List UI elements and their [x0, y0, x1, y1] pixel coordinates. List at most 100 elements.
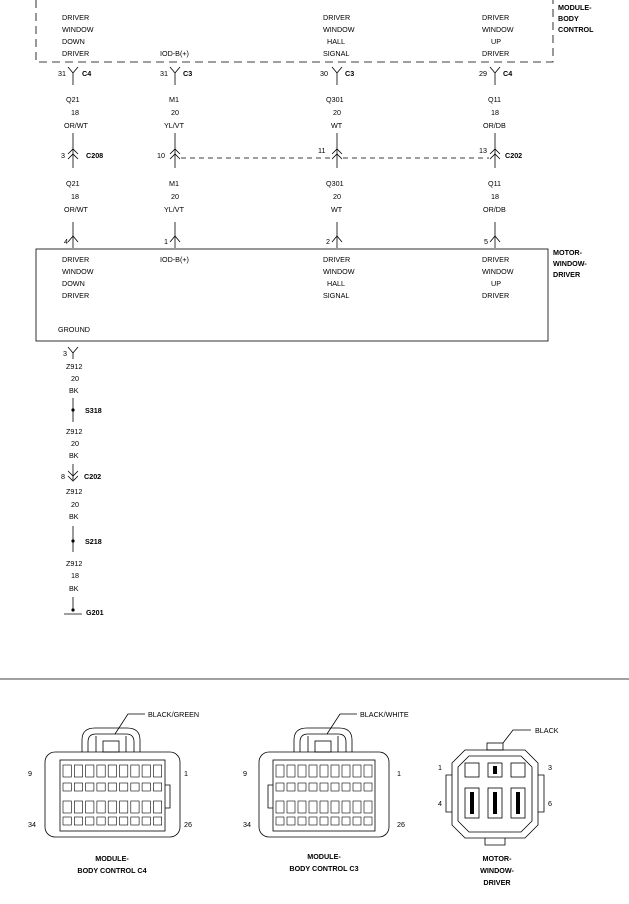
q21-upper-color: OR/WT	[64, 121, 89, 130]
c3-cavity	[308, 816, 318, 826]
q21-lower-color: OR/WT	[64, 205, 89, 214]
ground-w4-circuit: Z912	[66, 559, 82, 568]
c4-cavity	[85, 764, 95, 778]
bcm-dashed-border	[35, 0, 554, 63]
c202-pin8-connector	[67, 464, 79, 482]
c3-cavity	[319, 764, 329, 778]
c3-cavity	[341, 800, 351, 814]
bcm-c3-pin31-number: 31	[160, 69, 168, 78]
c3-cavity	[341, 816, 351, 826]
motor-pin5-terminal	[489, 235, 501, 243]
motor-pin1-label-2: WINDOW	[62, 267, 94, 276]
c208-connector-label: C208	[86, 151, 103, 160]
c3-cavity	[297, 800, 307, 814]
motor-ground-label: GROUND	[58, 325, 90, 334]
c3-latch-tab	[314, 740, 332, 753]
motor-conn-pin-bottom-right: 6	[548, 799, 552, 808]
ground-w3-circuit: Z912	[66, 487, 82, 496]
c3-color-label: BLACK/WHITE	[360, 710, 409, 719]
q11-lower-circuit: Q11	[488, 179, 501, 188]
motor-cavity-1	[464, 762, 480, 778]
s318-splice-label: S318	[85, 406, 102, 415]
motor-pin4-number: 4	[64, 237, 68, 246]
bcm-c4-pin29-connector-label: C4	[503, 69, 512, 78]
bcm-c3-pin30-connector-label: C3	[345, 69, 354, 78]
c3-cavity	[330, 782, 340, 792]
c4-cavity	[85, 816, 95, 826]
c4-pin-top-left: 9	[28, 769, 32, 778]
bcm-name-line-2: BODY	[558, 14, 579, 23]
c3-cavity	[275, 816, 285, 826]
c3-cavity	[352, 816, 362, 826]
c3-cavity	[341, 782, 351, 792]
motor-conn-caption-line-1: MOTOR-	[482, 854, 512, 863]
connector-view-bcm-c4: BLACK/GREEN 9 1 34 26 MODULE- BODY CONTR…	[28, 710, 199, 875]
motor-color-label: BLACK	[535, 726, 559, 735]
q301-upper-color: WT	[331, 121, 343, 130]
motor-pin4-terminal	[67, 235, 79, 243]
bcm-c3-pin30-terminal	[331, 66, 343, 85]
bcm-c3-connector-label: C3	[183, 69, 192, 78]
connector-view-motor: BLACK 1 3 4 6 MOTOR- WINDOW- DRIVER	[438, 726, 559, 887]
connector-view-bcm-c3: BLACK/WHITE 9 1 34 26 MODULE- BODY CONTR…	[243, 710, 409, 873]
motor-pin2-terminal	[331, 235, 343, 243]
c4-cavity	[62, 800, 72, 814]
motor-conn-housing-inner	[457, 755, 533, 833]
q21-upper-gauge: 18	[71, 108, 79, 117]
ground-w1-color: BK	[69, 386, 79, 395]
c3-color-leader	[326, 713, 357, 735]
c3-cavity	[275, 800, 285, 814]
bcm-pin4-label-3: UP	[491, 37, 501, 46]
c3-cavity	[308, 800, 318, 814]
c4-cavity-grid	[62, 764, 162, 826]
motor-cavity-4	[464, 787, 480, 819]
motor-pin4-label-1: DRIVER	[482, 255, 509, 264]
c208-pin3-inline-connector	[67, 148, 79, 160]
c4-cavity	[119, 782, 129, 792]
ground-w4-color: BK	[69, 584, 79, 593]
c202-pin13-number: 13	[479, 146, 487, 155]
bcm-pin1-label-2: WINDOW	[62, 25, 94, 34]
motor-pin5-number: 5	[484, 237, 488, 246]
c4-color-label: BLACK/GREEN	[148, 710, 199, 719]
c202-pin8-number: 8	[61, 472, 65, 481]
q21-lower-circuit: Q21	[66, 179, 80, 188]
c3-pin-bottom-left: 34	[243, 820, 251, 829]
c3-cavity	[308, 764, 318, 778]
circuit-q301: 30 C3 Q301 20 WT 11 Q301 20 WT 2	[318, 66, 354, 248]
c4-cavity	[119, 816, 129, 826]
c4-cavity	[130, 764, 140, 778]
s218-splice-label: S218	[85, 537, 102, 546]
c3-cavity	[286, 800, 296, 814]
motor-cavity-6	[510, 787, 526, 819]
motor-pin1-label-3: DOWN	[62, 279, 85, 288]
c3-cavity	[352, 782, 362, 792]
motor-ground-terminal	[67, 346, 79, 359]
c4-caption-line-1: MODULE-	[95, 854, 129, 863]
c4-caption-line-2: BODY CONTROL C4	[77, 866, 146, 875]
motor-conn-caption-line-2: WINDOW-	[480, 866, 514, 875]
motor-pin1-label-1: DRIVER	[62, 255, 89, 264]
c3-cavity	[352, 800, 362, 814]
circuit-q21: 31 C4 Q21 18 OR/WT 3 C208 Q21 18 OR/WT 4	[58, 66, 103, 248]
c3-cavity	[286, 782, 296, 792]
c4-pin-top-right: 1	[184, 769, 188, 778]
motor-ground-pin-number: 3	[63, 349, 67, 358]
m1-lower-gauge: 20	[171, 192, 179, 201]
motor-pin3-label-3: HALL	[327, 279, 345, 288]
m1-upper-gauge: 20	[171, 108, 179, 117]
c4-housing-inner	[59, 759, 166, 832]
motor-pin4-label-4: DRIVER	[482, 291, 509, 300]
g201-ground-label: G201	[86, 608, 104, 617]
bcm-c4-pin31-number: 31	[58, 69, 66, 78]
c3-caption-line-1: MODULE-	[307, 852, 341, 861]
c4-housing-outer	[44, 751, 181, 838]
bcm-c4-connector-label: C4	[82, 69, 91, 78]
c3-latch	[293, 727, 353, 752]
motor-terminal-6	[516, 792, 520, 814]
c3-side-key	[267, 784, 273, 809]
motor-conn-caption-line-3: DRIVER	[483, 878, 511, 887]
bcm-pin4-label-1: DRIVER	[482, 13, 509, 22]
ground-w2-circuit: Z912	[66, 427, 82, 436]
